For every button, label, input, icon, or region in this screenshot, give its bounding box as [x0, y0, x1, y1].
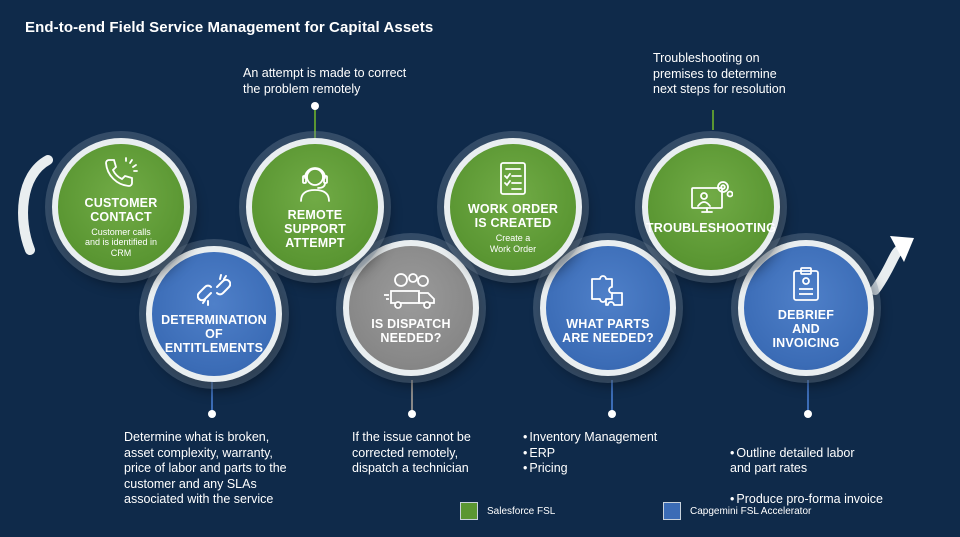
connector-debrief	[804, 380, 812, 418]
note-parts: Inventory Management ERP Pricing	[523, 430, 657, 477]
step-dispatch: IS DISPATCH NEEDED?	[343, 240, 479, 376]
arrow-head-icon	[890, 236, 914, 262]
legend-item-salesforce: Salesforce FSL	[460, 502, 555, 520]
connector-remote-support	[311, 102, 319, 138]
puzzle-icon	[591, 275, 623, 306]
list-item: ERP	[523, 446, 657, 462]
clipboard-checklist-icon	[500, 162, 526, 195]
step-title: WHAT PARTS ARE NEEDED?	[562, 317, 654, 345]
list-item: Outline detailed labor and part rates	[730, 446, 883, 477]
step-entitlements: DETERMINATION OF ENTITLEMENTS	[146, 246, 282, 382]
list-item: Pricing	[523, 461, 657, 477]
step-work-order: WORK ORDER IS CREATED Create a Work Orde…	[444, 138, 582, 276]
ribbon-exit	[870, 245, 905, 295]
page-title: End-to-end Field Service Management for …	[25, 19, 434, 36]
step-parts: WHAT PARTS ARE NEEDED?	[540, 240, 676, 376]
list-item: Inventory Management	[523, 430, 657, 446]
headset-agent-icon	[300, 167, 330, 202]
clipboard-icon	[793, 267, 819, 301]
step-subtitle: Create a Work Order	[489, 233, 537, 254]
step-title: DEBRIEF AND INVOICING	[772, 308, 840, 350]
legend-label: Salesforce FSL	[487, 505, 556, 517]
step-title: DETERMINATION OF ENTITLEMENTS	[161, 313, 267, 355]
step-troubleshooting: TROUBLESHOOTING	[642, 138, 780, 276]
link-icon	[197, 274, 231, 306]
connector-entitlements	[208, 380, 216, 418]
connector-parts	[608, 380, 616, 418]
step-title: REMOTE SUPPORT ATTEMPT	[284, 208, 346, 250]
monitor-gear-icon	[691, 181, 733, 213]
note-troubleshooting: Troubleshooting on premises to determine…	[653, 51, 786, 96]
list-item: Produce pro-forma invoice	[730, 492, 883, 508]
connector-dispatch	[408, 380, 416, 418]
step-subtitle: Customer calls and is identified in CRM	[84, 226, 158, 258]
note-debrief: Outline detailed labor and part rates Pr…	[730, 430, 883, 523]
step-title: WORK ORDER IS CREATED	[467, 202, 559, 230]
phone-icon	[105, 156, 138, 187]
legend-swatch	[460, 502, 478, 520]
legend-item-capgemini: Capgemini FSL Accelerator	[663, 502, 811, 520]
note-remote-support: An attempt is made to correct the proble…	[243, 66, 407, 96]
legend-label: Capgemini FSL Accelerator	[690, 505, 812, 517]
note-dispatch: If the issue cannot be corrected remotel…	[352, 430, 471, 475]
step-customer-contact: CUSTOMER CONTACT Customer calls and is i…	[52, 138, 190, 276]
delivery-truck-icon	[384, 273, 435, 309]
note-entitlements: Determine what is broken, asset complexi…	[124, 430, 287, 506]
ribbon-entry	[18, 155, 53, 255]
step-remote-support: REMOTE SUPPORT ATTEMPT	[246, 138, 384, 276]
step-title: TROUBLESHOOTING	[645, 221, 777, 235]
step-title: CUSTOMER CONTACT	[84, 195, 158, 224]
step-title: IS DISPATCH NEEDED?	[371, 317, 451, 345]
legend-swatch	[663, 502, 681, 520]
step-debrief: DEBRIEF AND INVOICING	[738, 240, 874, 376]
